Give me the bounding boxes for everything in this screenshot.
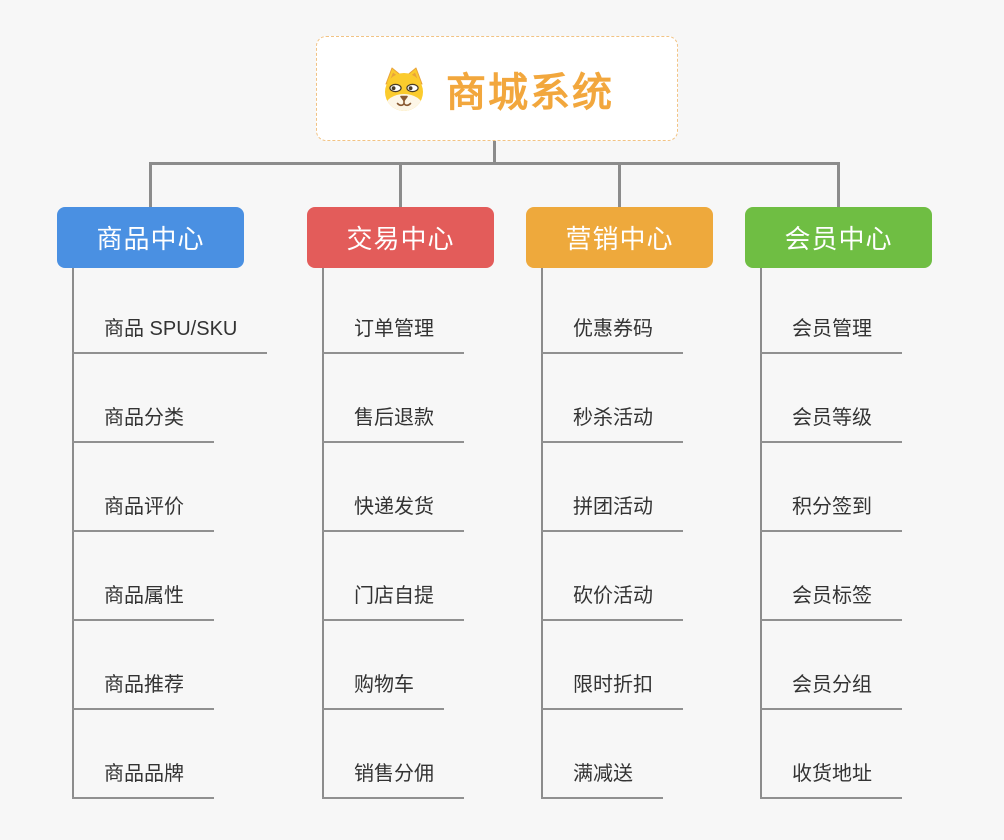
node-product-category[interactable]: 商品分类 xyxy=(72,405,214,443)
node-sales-commission[interactable]: 销售分佣 xyxy=(322,761,464,799)
node-bargain-activity[interactable]: 砍价活动 xyxy=(541,583,683,621)
node-product-brand[interactable]: 商品品牌 xyxy=(72,761,214,799)
node-product-attribute[interactable]: 商品属性 xyxy=(72,583,214,621)
connector-drop-trade xyxy=(399,162,402,207)
node-product-review[interactable]: 商品评价 xyxy=(72,494,214,532)
node-member-level[interactable]: 会员等级 xyxy=(760,405,902,443)
root-node-mall-system[interactable]: 商城系统 xyxy=(316,36,678,141)
node-store-pickup[interactable]: 门店自提 xyxy=(322,583,464,621)
branch-trade-center: 交易中心 订单管理 售后退款 快递发货 门店自提 购物车 销售分佣 xyxy=(307,207,557,807)
node-flash-sale[interactable]: 秒杀活动 xyxy=(541,405,683,443)
node-member-groups[interactable]: 会员分组 xyxy=(760,672,902,710)
node-group-buy[interactable]: 拼团活动 xyxy=(541,494,683,532)
node-aftersale-refund[interactable]: 售后退款 xyxy=(322,405,464,443)
connector-root-drop xyxy=(493,141,496,163)
node-express-shipping[interactable]: 快递发货 xyxy=(322,494,464,532)
branch-marketing-center: 营销中心 优惠券码 秒杀活动 拼团活动 砍价活动 限时折扣 满减送 xyxy=(526,207,776,807)
branch-trunk-line xyxy=(541,268,543,799)
node-order-management[interactable]: 订单管理 xyxy=(322,316,464,354)
branch-member-center: 会员中心 会员管理 会员等级 积分签到 会员标签 会员分组 收货地址 xyxy=(745,207,995,807)
node-product-recommend[interactable]: 商品推荐 xyxy=(72,672,214,710)
branch-trunk-line xyxy=(760,268,762,799)
node-points-checkin[interactable]: 积分签到 xyxy=(760,494,902,532)
connector-drop-product xyxy=(149,162,152,207)
root-node-title: 商城系统 xyxy=(446,70,614,115)
node-coupon-code[interactable]: 优惠券码 xyxy=(541,316,683,354)
dog-face-icon xyxy=(385,67,423,111)
branch-trunk-line xyxy=(322,268,324,799)
branch-header-product-center[interactable]: 商品中心 xyxy=(57,207,244,268)
branch-trunk-line xyxy=(72,268,74,799)
connector-bus xyxy=(149,162,839,165)
branch-header-marketing-center[interactable]: 营销中心 xyxy=(526,207,713,268)
connector-drop-marketing xyxy=(618,162,621,207)
node-shipping-address[interactable]: 收货地址 xyxy=(760,761,902,799)
connector-drop-member xyxy=(837,162,840,207)
node-product-spu-sku[interactable]: 商品 SPU/SKU xyxy=(72,316,268,354)
branch-header-member-center[interactable]: 会员中心 xyxy=(745,207,932,268)
node-limited-time-discount[interactable]: 限时折扣 xyxy=(541,672,683,710)
node-full-reduction[interactable]: 满减送 xyxy=(541,761,663,799)
node-member-management[interactable]: 会员管理 xyxy=(760,316,902,354)
branch-header-trade-center[interactable]: 交易中心 xyxy=(307,207,494,268)
branch-product-center: 商品中心 商品 SPU/SKU 商品分类 商品评价 商品属性 商品推荐 商品品牌 xyxy=(57,207,307,807)
node-member-tags[interactable]: 会员标签 xyxy=(760,583,902,621)
node-shopping-cart[interactable]: 购物车 xyxy=(322,672,444,710)
